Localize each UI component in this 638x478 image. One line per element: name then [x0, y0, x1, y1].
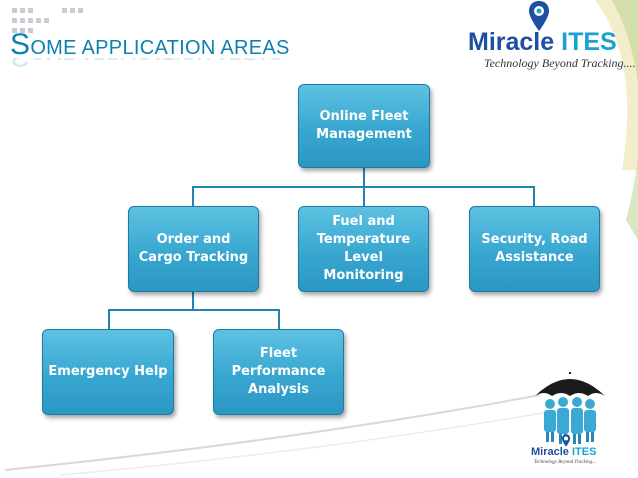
- connector-order-down: [192, 291, 194, 310]
- node-fleet-performance: Fleet Performance Analysis: [213, 329, 344, 415]
- connector-to-security: [533, 186, 535, 206]
- title-first-letter: S: [10, 28, 31, 61]
- footer-tagline: Technology Beyond Tracking...: [534, 460, 596, 465]
- brand-tagline: Technology Beyond Tracking....: [484, 56, 636, 70]
- connector-to-emergency: [108, 309, 110, 329]
- footer-brand: Miracle ITES: [531, 446, 597, 458]
- brand-name: Miracle: [468, 28, 555, 56]
- connector-to-order: [192, 186, 194, 206]
- brand-name-accent: ITES: [561, 28, 617, 56]
- small-location-pin-icon: [561, 434, 571, 447]
- connector-to-performance: [278, 309, 280, 329]
- node-fuel-temperature: Fuel and Temperature Level Monitoring: [298, 206, 429, 292]
- connector-to-fuel: [363, 186, 365, 206]
- node-order-cargo: Order and Cargo Tracking: [128, 206, 259, 292]
- location-pin-icon: [529, 1, 549, 31]
- connector-root-down: [363, 168, 365, 187]
- decorative-squares: [12, 8, 92, 38]
- brand-logo: Miracle ITES: [468, 30, 617, 55]
- connector-level2-horizontal: [108, 309, 280, 311]
- title-text: OME APPLICATION AREAS: [30, 37, 290, 59]
- slide-title: SOME APPLICATION AREAS SOME APPLICATION …: [10, 28, 290, 71]
- title-reflection: SOME APPLICATION AREAS: [10, 58, 283, 70]
- node-emergency-help: Emergency Help: [42, 329, 174, 415]
- node-root: Online Fleet Management: [298, 84, 430, 168]
- node-security-road: Security, Road Assistance: [469, 206, 600, 292]
